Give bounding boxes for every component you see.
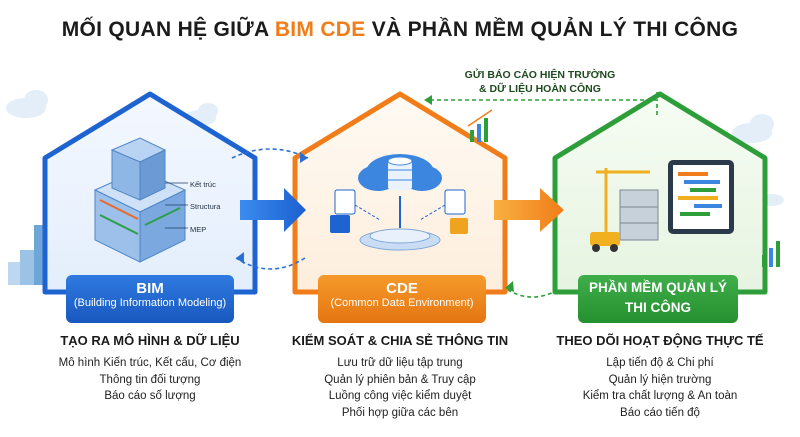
list-item: Mô hình Kiến trúc, Kết cấu, Cơ điện bbox=[58, 357, 242, 369]
list-item: Quản lý phiên bản & Truy cập bbox=[324, 373, 476, 386]
page-title: MỐI QUAN HỆ GIỮA BIM CDE VÀ PHẦN MỀM QUẢ… bbox=[0, 18, 800, 42]
list-item: Báo cáo tiến độ bbox=[620, 406, 700, 419]
chart-icon bbox=[467, 109, 780, 267]
construction-site-icon bbox=[590, 168, 659, 252]
feedback-line1: GỬI BÁO CÁO HIỆN TRƯỜNG bbox=[464, 69, 616, 81]
list-item: Thông tin đối tượng bbox=[99, 373, 201, 386]
bim-banner: BIM (Building Information Modeling) bbox=[66, 275, 234, 323]
title-highlight: BIM CDE bbox=[274, 18, 366, 41]
pm-banner: PHẦN MỀM QUẢN LÝ THI CÔNG bbox=[578, 275, 738, 323]
cde-house bbox=[292, 91, 508, 295]
bim-subtitle: (Building Information Modeling) bbox=[73, 297, 227, 309]
cde-title: CDE bbox=[386, 280, 418, 297]
pm-title-line2: THI CÔNG bbox=[625, 300, 691, 315]
feedback-line2: & DỮ LIỆU HOÀN CÔNG bbox=[479, 83, 601, 95]
list-item: Lưu trữ dữ liệu tập trung bbox=[337, 357, 463, 369]
pm-house bbox=[552, 91, 768, 295]
list-item: Kiểm tra chất lượng & An toàn bbox=[582, 390, 738, 402]
title-part1: MỐI QUAN HỆ GIỮA bbox=[61, 18, 275, 41]
dashboard-tablet-icon bbox=[668, 160, 734, 234]
cde-subtitle: (Common Data Environment) bbox=[330, 297, 474, 309]
cde-heading: KIỂM SOÁT & CHIA SẺ THÔNG TIN bbox=[291, 333, 509, 348]
cloud-database-icon bbox=[358, 154, 442, 191]
title-part2: VÀ PHẦN MỀM QUẢN LÝ THI CÔNG bbox=[365, 18, 739, 41]
bim-heading: TẠO RA MÔ HÌNH & DỮ LIỆU bbox=[60, 333, 240, 348]
arrow-cde-to-pm bbox=[494, 188, 564, 232]
document-icons bbox=[330, 189, 468, 234]
pm-column: THEO DÕI HOẠT ĐỘNG THỰC TẾ Lập tiến độ &… bbox=[535, 333, 785, 421]
cde-banner: CDE (Common Data Environment) bbox=[318, 275, 486, 323]
data-platform-icon bbox=[359, 196, 441, 251]
bim-label-architecture: Kết trúc bbox=[190, 180, 216, 189]
pm-heading: THEO DÕI HOẠT ĐỘNG THỰC TẾ bbox=[556, 333, 764, 348]
bim-label-mep: MEP bbox=[190, 225, 207, 234]
pm-title-line1: PHẦN MỀM QUẢN LÝ bbox=[589, 280, 727, 295]
feedback-label: GỬI BÁO CÁO HIỆN TRƯỜNG & DỮ LIỆU HOÀN C… bbox=[440, 68, 640, 96]
bim-column: TẠO RA MÔ HÌNH & DỮ LIỆU Mô hình Kiến tr… bbox=[25, 333, 275, 405]
arrow-bim-to-cde bbox=[240, 188, 306, 232]
cde-column: KIỂM SOÁT & CHIA SẺ THÔNG TIN Lưu trữ dữ… bbox=[275, 333, 525, 421]
list-item: Luồng công việc kiểm duyệt bbox=[328, 390, 472, 402]
bim-title: BIM bbox=[136, 280, 164, 297]
list-item: Báo cáo số lượng bbox=[104, 390, 196, 402]
list-item: Quản lý hiện trường bbox=[608, 373, 712, 386]
building-model-icon bbox=[93, 137, 188, 263]
bim-house bbox=[42, 91, 258, 295]
cloud-icon bbox=[6, 90, 784, 206]
list-item: Phối hợp giữa các bên bbox=[341, 406, 459, 419]
bim-label-structure: Structura bbox=[190, 202, 221, 211]
list-item: Lập tiến độ & Chi phí bbox=[606, 357, 714, 369]
